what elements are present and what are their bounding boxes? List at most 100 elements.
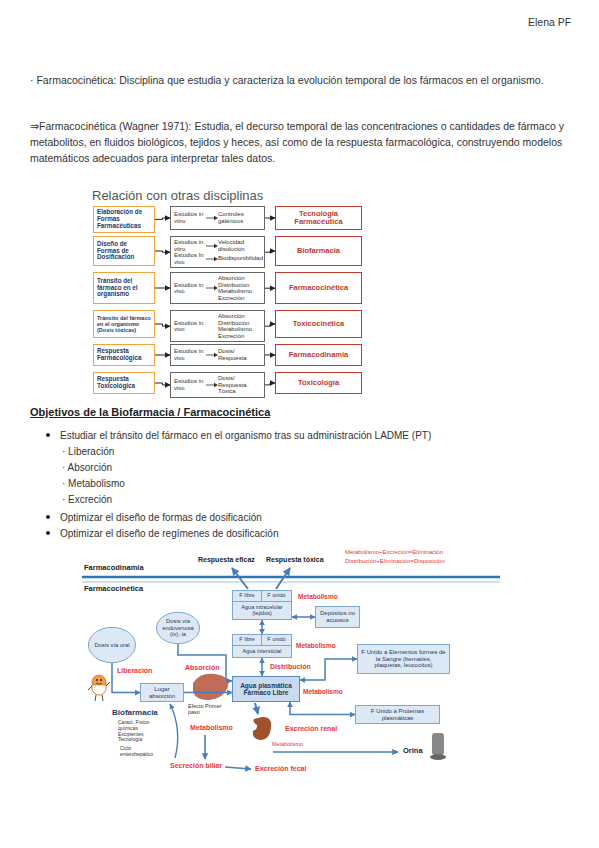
source-box: Diseño de Formas de Dosificación <box>93 236 155 266</box>
node-text: F Unido a Elementos formes de la Sangre … <box>361 649 446 669</box>
diagram-label: Metabolismo <box>303 688 343 695</box>
diagram-label: Metabolismo <box>298 593 338 600</box>
diagram-label: Efecto Primer paso <box>188 703 224 716</box>
response-arrow <box>276 568 290 589</box>
diagram-label: Excreción renal <box>285 725 337 733</box>
process-box: Lugar absorción <box>140 683 184 702</box>
author-name: Elena PF <box>528 14 571 30</box>
diagram-label: Metabolismo <box>296 642 336 649</box>
discipline-box: Toxicocinética <box>275 310 362 338</box>
node-text: Agua plasmática Fármaco Libre <box>236 682 296 697</box>
node-text: Absorción Distribución Metabolismo Excre… <box>218 275 261 301</box>
node-text: Farmacodinamia <box>289 351 349 359</box>
study-box: Estudios in vitro Velocidad disoluciónEst… <box>170 236 265 268</box>
node-text: Diseño de Formas de Dosificación <box>97 241 151 262</box>
node-text: Toxicocinética <box>293 320 345 328</box>
node-text: Farmacocinética <box>289 284 348 292</box>
dose-ellipse: Dosis vía endovenosa (iv), ia <box>156 612 200 644</box>
source-box: Respuesta Toxicológica <box>93 372 155 394</box>
compartment-box: F libreF unidoAgua intracelular (tejidos… <box>232 590 292 620</box>
bullet-item: Optimizar el diseño de regímenes de dosi… <box>60 526 278 542</box>
diagram-label: Farmacodinamia <box>84 564 144 573</box>
connector-arrow <box>178 644 232 681</box>
diagram-label: Biofarmacia <box>112 708 158 717</box>
node-text: Estudios in vitro <box>174 239 206 252</box>
connector-arrow <box>155 218 170 219</box>
discipline-box: Farmacocinética <box>275 272 362 304</box>
node-text: Dosis/ Respuesta <box>218 348 261 361</box>
diagram-label: Farmacocinética <box>84 585 143 594</box>
diagram-label: Distribución+Eliminación=Disposición <box>345 558 445 565</box>
node-text: Biodisponibilidad <box>218 255 263 262</box>
source-box: Tránsito del fármaco en el organismo(Dos… <box>93 310 155 338</box>
small-arrow <box>206 215 218 221</box>
source-box: Tránsito del fármaco en el organismo <box>93 272 155 304</box>
connector-arrow <box>265 251 275 252</box>
connector-arrow <box>292 616 315 618</box>
diagram-label: Metabolismo <box>190 724 233 732</box>
connector-arrow <box>261 658 263 676</box>
diagram-label: Metabolismo+Excreción=Eliminación <box>345 549 443 556</box>
connector-arrow <box>184 692 232 694</box>
node-text: Absorción Distribución Metabolismo Excre… <box>218 313 261 339</box>
connector-arrow <box>265 355 275 356</box>
bullet-item: · Liberación <box>62 444 114 460</box>
small-arrow <box>206 285 218 291</box>
kidney-illustration <box>253 717 271 740</box>
node-text: Estudios in vivo <box>174 378 206 391</box>
diagram-label: Excreción fecal <box>255 765 306 773</box>
node-text: F unido <box>262 635 291 646</box>
diagram-label: Distribución <box>270 663 311 671</box>
connector-arrow <box>290 702 355 715</box>
figure-title: Relación con otras disciplinas <box>92 188 263 204</box>
node-text: F unido <box>262 591 291 602</box>
paragraph: · Farmacocinética: Disciplina que estudi… <box>30 72 575 88</box>
bullet-item: · Metabolismo <box>62 476 125 492</box>
node-text: Velocidad disolución <box>218 239 263 252</box>
section-heading: Objetivos de la Biofarmacia / Farmacocin… <box>30 404 270 420</box>
connector-arrow <box>155 324 170 326</box>
connector-arrow <box>155 383 170 385</box>
connector-arrow <box>265 288 275 289</box>
diagram-label: Ciclo enterohepático <box>120 746 156 758</box>
connector-arrow <box>155 288 170 289</box>
node-text: Tecnología Farmacéutica <box>279 210 358 227</box>
node-text: Estudios in vivo <box>174 348 206 361</box>
node-text: (Dosis tóxicas) <box>97 327 151 333</box>
ellipse-shape <box>156 612 199 643</box>
plasma-box: Agua plasmática Fármaco Libre <box>232 676 300 702</box>
diagram-label: Caract. Físico-químicas Excipientes Tecn… <box>118 720 158 743</box>
biliary-arrow <box>204 735 206 759</box>
node-text: Dosis vía oral <box>94 642 130 648</box>
study-box: Estudios in vivoAbsorción Distribución M… <box>170 310 265 342</box>
connector-arrow <box>265 383 275 385</box>
compartment-box: F libreF unidoAgua intersticial <box>232 634 292 658</box>
connector-arrow <box>155 355 170 356</box>
toilet-icon <box>430 733 446 760</box>
bullet-item: · Excreción <box>62 492 112 508</box>
node-text: F libre <box>233 635 262 646</box>
small-arrow <box>206 256 218 262</box>
process-box: F Unido a Elementos formes de la Sangre … <box>357 644 450 674</box>
diagram-label: Secreción biliar <box>170 762 222 770</box>
diagram-label: Absorción <box>185 664 220 672</box>
connector-arrow <box>265 324 275 326</box>
urine-arrow <box>273 751 398 753</box>
band-line <box>82 576 500 579</box>
study-box: Estudios in vitroControles galénicos <box>170 206 265 230</box>
connector-arrow <box>155 251 170 252</box>
node-text: F Unido a Proteínas plasmáticas <box>359 708 436 721</box>
process-box: Depósitos no acuosos <box>315 606 360 628</box>
bullet-item: Optimizar el diseño de formas de dosific… <box>60 510 262 526</box>
node-text: Dosis/ Respuesta Tóxica <box>218 375 261 395</box>
small-arrow <box>206 243 218 249</box>
node-text: Estudios In vivo <box>174 252 206 265</box>
ellipse-shape <box>88 627 135 662</box>
connector-arrow <box>261 620 263 634</box>
enterohepatic-curve <box>170 704 178 758</box>
study-box: Estudios in vivo Dosis/ Respuesta Tóxica <box>170 372 265 398</box>
node-text: Lugar absorción <box>144 686 180 699</box>
bullet-item: · Absorción <box>62 460 112 476</box>
node-text: Tránsito del fármaco en el organismo <box>97 278 151 299</box>
small-arrow <box>206 382 218 388</box>
